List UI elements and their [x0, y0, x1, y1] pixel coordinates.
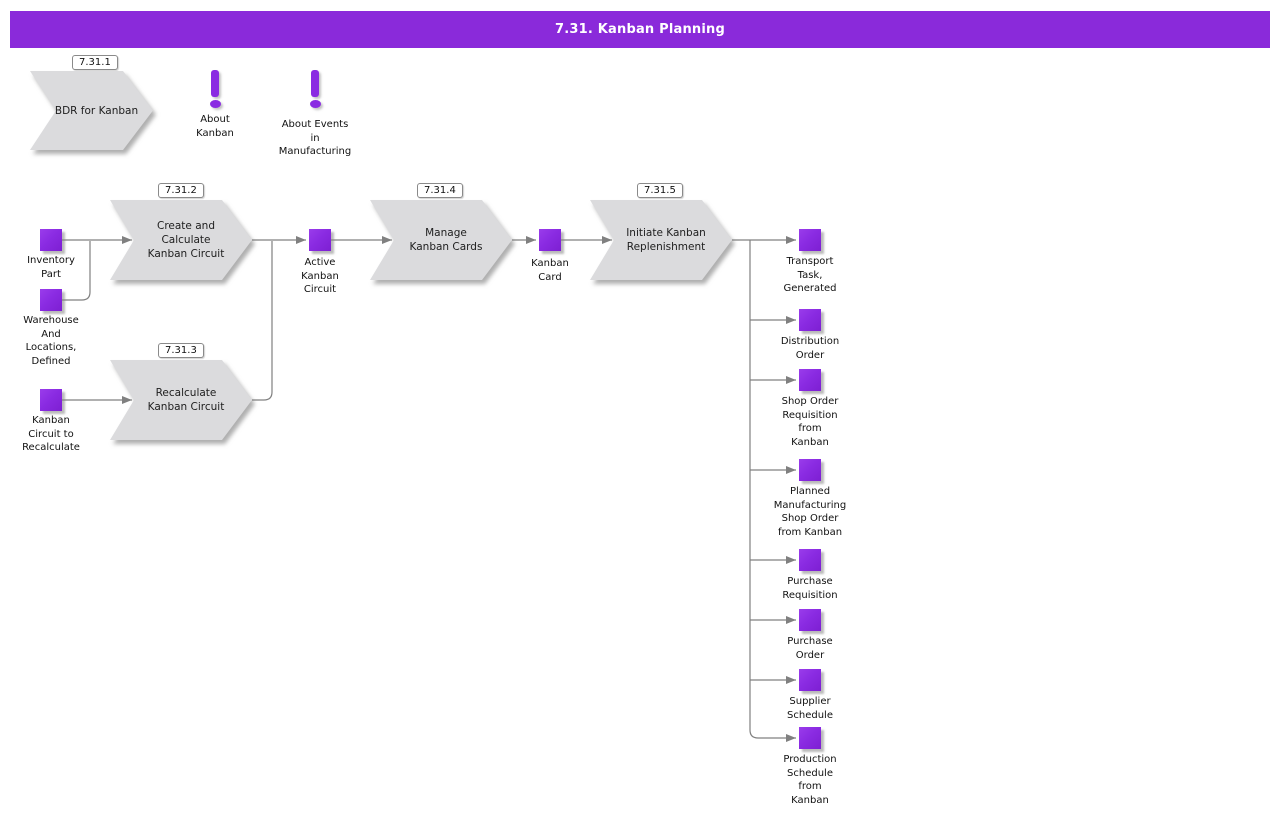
ref-label-7-31-5: 7.31.5	[637, 183, 683, 198]
data-object-label-transport-task-generated: Transport Task, Generated	[783, 256, 837, 294]
data-object-shop-order-requisition-from-kanban[interactable]	[799, 369, 821, 391]
data-object-label-active-kanban-circuit: Active Kanban Circuit	[301, 257, 339, 295]
exclamation-icon	[311, 70, 319, 97]
process-manage-kanban-cards[interactable]: Manage Kanban Cards	[370, 200, 512, 280]
process-bdr-for-kanban-shape: BDR for Kanban	[30, 71, 153, 150]
data-object-transport-task-generated[interactable]	[799, 229, 821, 251]
exclamation-dot-icon	[310, 100, 321, 108]
data-object-distribution-order[interactable]	[799, 309, 821, 331]
exclamation-icon	[211, 70, 219, 97]
process-recalculate-kanban-circuit-shape: Recalculate Kanban Circuit	[110, 360, 252, 440]
exclamation-dot-icon	[210, 100, 221, 108]
data-object-supplier-schedule[interactable]	[799, 669, 821, 691]
data-object-kanban-circuit-to-recalculate[interactable]	[40, 389, 62, 411]
process-create-calculate-kanban-circuit-shape: Create and Calculate Kanban Circuit	[110, 200, 252, 280]
data-object-label-distribution-order: Distribution Order	[780, 336, 840, 361]
data-object-label-supplier-schedule: Supplier Schedule	[787, 696, 833, 721]
data-object-purchase-order[interactable]	[799, 609, 821, 631]
process-bdr-for-kanban[interactable]: BDR for Kanban	[30, 71, 153, 150]
info-link-label: About Events in Manufacturing	[278, 119, 352, 157]
page-title: 7.31. Kanban Planning	[10, 11, 1270, 48]
data-object-label-warehouse-locations: Warehouse And Locations, Defined	[23, 315, 79, 367]
process-initiate-kanban-replenishment[interactable]: Initiate Kanban Replenishment	[590, 200, 732, 280]
data-object-label-purchase-requisition: Purchase Requisition	[782, 576, 838, 601]
data-object-kanban-card[interactable]	[539, 229, 561, 251]
data-object-active-kanban-circuit[interactable]	[309, 229, 331, 251]
data-object-production-schedule-from-kanban[interactable]	[799, 727, 821, 749]
ref-label-7-31-2: 7.31.2	[158, 183, 204, 198]
data-object-planned-manufacturing-shop-order-from-kanban[interactable]	[799, 459, 821, 481]
data-object-label-production-schedule-from-kanban: Production Schedule from Kanban	[783, 754, 837, 806]
info-link-label: About Kanban	[196, 114, 234, 139]
data-object-label-kanban-card: Kanban Card	[531, 258, 569, 283]
process-create-calculate-kanban-circuit[interactable]: Create and Calculate Kanban Circuit	[110, 200, 252, 280]
ref-label-7-31-4: 7.31.4	[417, 183, 463, 198]
process-recalculate-kanban-circuit[interactable]: Recalculate Kanban Circuit	[110, 360, 252, 440]
page-title-text: 7.31. Kanban Planning	[555, 22, 725, 37]
data-object-label-kanban-circuit-to-recalculate: Kanban Circuit to Recalculate	[22, 415, 80, 453]
data-object-label-inventory-part: Inventory Part	[27, 255, 75, 280]
data-object-purchase-requisition[interactable]	[799, 549, 821, 571]
data-object-label-planned-manufacturing-shop-order-from-kanban: Planned Manufacturing Shop Order from Ka…	[773, 486, 847, 538]
data-object-label-shop-order-requisition-from-kanban: Shop Order Requisition from Kanban	[781, 396, 839, 448]
ref-label-7-31-3: 7.31.3	[158, 343, 204, 358]
process-initiate-kanban-replenishment-shape: Initiate Kanban Replenishment	[590, 200, 732, 280]
data-object-label-purchase-order: Purchase Order	[787, 636, 833, 661]
ref-label-7-31-1: 7.31.1	[72, 55, 118, 70]
data-object-warehouse-locations[interactable]	[40, 289, 62, 311]
data-object-inventory-part[interactable]	[40, 229, 62, 251]
